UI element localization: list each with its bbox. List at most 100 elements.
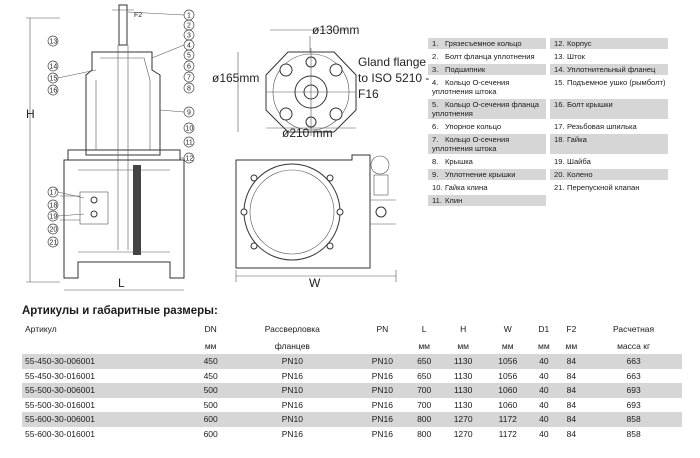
part-label: Шток xyxy=(567,52,585,61)
callout-9: 9 xyxy=(187,110,191,117)
unit-cell: мм xyxy=(537,340,550,351)
col-header: F2 xyxy=(566,323,577,334)
table-cell: 1060 xyxy=(498,399,518,410)
table-cell: 84 xyxy=(557,412,586,427)
table-cell: 693 xyxy=(585,383,682,398)
dim-130-label: ø130mm xyxy=(312,23,359,37)
gland-flange-view: ø130mm ø165mm ø210 mm Gland flange to IS… xyxy=(212,23,429,140)
table-cell: 858 xyxy=(585,412,682,427)
table-cell: 1056 xyxy=(485,354,531,369)
col-header: PN xyxy=(376,323,389,334)
table-cell: 650 xyxy=(417,370,432,381)
part-label: Грязесъемное кольцо xyxy=(445,39,522,48)
table-cell: 663 xyxy=(585,354,682,369)
articles-table: Артикул DN Рассверловка PN L H W D1 F2 Р… xyxy=(22,320,682,441)
table-cell: 500 xyxy=(193,383,228,398)
col-header: L xyxy=(421,323,427,334)
table-cell: PN16 xyxy=(357,412,408,427)
part-item: 21.Перепускной клапан xyxy=(550,182,668,193)
table-cell: 1130 xyxy=(440,354,486,369)
part-number: 17. xyxy=(554,122,565,131)
part-number: 9. xyxy=(432,170,439,179)
callout-17: 17 xyxy=(50,190,58,197)
dim-h-label: H xyxy=(26,107,35,121)
valve-section-view: H F2 L 13 14 15 16 17 18 19 xyxy=(26,4,195,291)
technical-drawings: H F2 L 13 14 15 16 17 18 19 xyxy=(26,4,429,291)
table-cell: PN10 xyxy=(227,383,358,398)
part-item: 8.Крышка xyxy=(428,156,546,167)
callouts-right: 1 2 3 4 5 6 7 8 9 10 11 12 xyxy=(127,9,195,164)
table-cell: 55-450-30-006001 xyxy=(22,354,194,369)
table-cell: 84 xyxy=(557,354,586,369)
part-item: 13.Шток xyxy=(550,51,668,62)
table-cell: 40 xyxy=(530,383,558,398)
table-cell: 1130 xyxy=(440,383,486,398)
part-item: 19.Шайба xyxy=(550,156,668,167)
table-cell: PN16 xyxy=(371,428,394,439)
part-number: 18. xyxy=(554,135,565,144)
part-item: 6.Упорное кольцо xyxy=(428,121,546,132)
table-cell: PN10 xyxy=(227,412,358,427)
callout-12: 12 xyxy=(186,156,194,163)
part-item: 15.Подъемное ушко (рымболт) xyxy=(550,77,668,97)
dim-210-label: ø210 mm xyxy=(282,126,333,140)
parts-row: 10.Гайка клина 21.Перепускной клапан xyxy=(428,182,690,195)
part-item: 7.Кольцо О-сечения уплотнения штока xyxy=(428,134,546,154)
callout-20: 20 xyxy=(50,227,58,234)
callout-10: 10 xyxy=(186,126,194,133)
part-number: 21. xyxy=(554,183,565,192)
table-cell: 40 xyxy=(530,354,558,369)
table-cell: 700 xyxy=(417,399,432,410)
part-label: Болт фланца уплотнения xyxy=(445,52,535,61)
callout-13: 13 xyxy=(50,39,58,46)
gland-flange-line-1: Gland flange xyxy=(358,55,426,69)
part-label: Колено xyxy=(567,170,593,179)
callout-21: 21 xyxy=(50,240,58,247)
table-cell: 40 xyxy=(539,399,549,410)
part-label: Кольцо О-сечения фланца уплотнения xyxy=(432,100,540,118)
part-number: 20. xyxy=(554,170,565,179)
callout-5: 5 xyxy=(187,53,191,60)
table-cell: 1172 xyxy=(498,428,517,439)
unit-cell xyxy=(22,337,194,354)
unit-cell: мм xyxy=(457,340,470,351)
table-cell: 693 xyxy=(626,399,641,410)
table-cell: 1172 xyxy=(485,412,531,427)
part-label: Подъемное ушко (рымболт) xyxy=(567,78,666,87)
table-cell: 1130 xyxy=(454,399,473,410)
col-header: W xyxy=(503,323,512,334)
part-item: 10.Гайка клина xyxy=(428,182,546,193)
col-header: H xyxy=(460,323,467,334)
part-label: Крышка xyxy=(445,157,473,166)
part-label: Шайба xyxy=(567,157,591,166)
callout-7: 7 xyxy=(187,75,191,82)
part-item: 3.Подшипник xyxy=(428,64,546,75)
table-cell: 858 xyxy=(626,428,641,439)
table-cell: PN10 xyxy=(227,354,358,369)
part-label: Кольцо О-сечения уплотнения штока xyxy=(432,135,510,153)
callout-11: 11 xyxy=(186,140,193,147)
part-number: 3. xyxy=(432,65,439,74)
callout-4: 4 xyxy=(187,43,191,50)
part-number: 15. xyxy=(554,78,565,87)
table-cell: 84 xyxy=(557,383,586,398)
table-cell: 500 xyxy=(203,399,218,410)
parts-row: 8.Крышка 19.Шайба xyxy=(428,156,690,169)
part-number: 16. xyxy=(554,100,565,109)
col-header: Артикул xyxy=(25,323,57,334)
table-cell: 55-500-30-006001 xyxy=(22,383,194,398)
table-cell: 1130 xyxy=(454,370,473,381)
table-cell: 600 xyxy=(203,428,218,439)
part-number: 4. xyxy=(432,78,439,87)
table-cell: 84 xyxy=(566,428,577,439)
callout-15: 15 xyxy=(50,76,58,83)
valve-front-view: W xyxy=(235,154,397,290)
table-cell: 84 xyxy=(566,370,577,381)
part-number: 1. xyxy=(432,39,439,48)
